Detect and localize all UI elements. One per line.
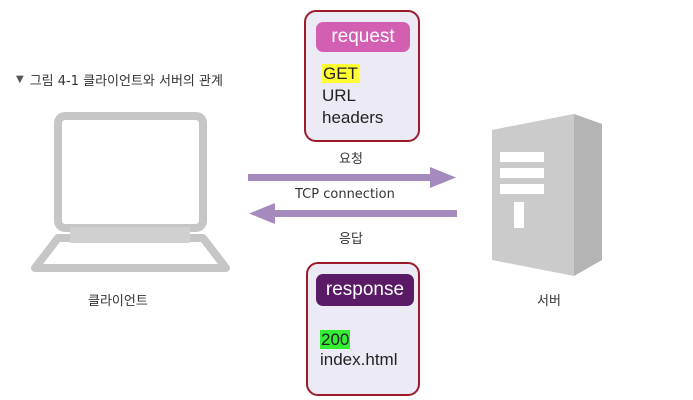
response-card: response 200 index.html — [306, 262, 420, 396]
client-label: 클라이언트 — [88, 294, 148, 309]
caption-marker: ▼ — [16, 74, 24, 85]
response-title: response — [316, 274, 414, 306]
server-icon — [492, 114, 602, 276]
request-label: 요청 — [339, 152, 363, 167]
response-label: 응답 — [339, 232, 363, 247]
response-arrow — [249, 203, 457, 224]
request-arrow — [248, 167, 456, 188]
request-title: request — [316, 22, 410, 52]
figure-caption: ▼ 그림 4-1 클라이언트와 서버의 관계 — [16, 70, 223, 89]
server-label: 서버 — [537, 294, 561, 309]
response-body-field: index.html — [320, 350, 398, 369]
tcp-connection-label: TCP connection — [295, 187, 395, 202]
request-card: request GET URL headers — [304, 10, 420, 142]
request-headers-field: headers — [322, 108, 384, 127]
request-url-field: URL — [322, 86, 357, 105]
laptop-icon — [31, 112, 230, 272]
request-method-field: GET — [322, 64, 359, 83]
connection-arrows — [248, 167, 457, 224]
caption-text: 그림 4-1 클라이언트와 서버의 관계 — [29, 74, 223, 89]
response-status-field: 200 — [320, 330, 351, 349]
